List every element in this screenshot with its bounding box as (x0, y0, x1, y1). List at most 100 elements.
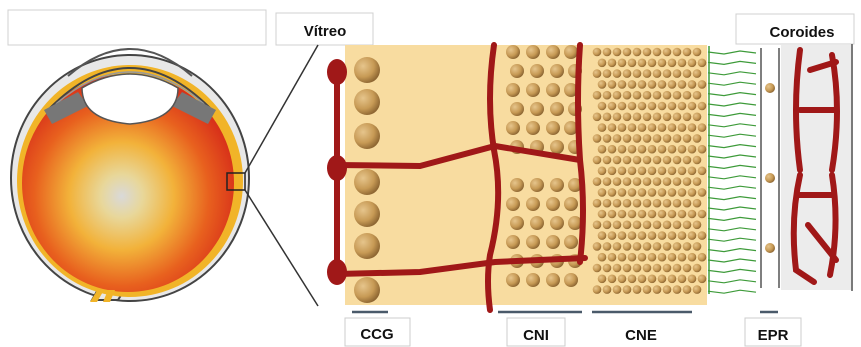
outer-nuclear-cell (658, 123, 667, 132)
outer-nuclear-cell (623, 134, 632, 143)
outer-nuclear-cell (663, 69, 672, 78)
outer-nuclear-cell (663, 113, 672, 122)
outer-nuclear-cell (668, 102, 677, 111)
outer-nuclear-cell (618, 275, 627, 284)
outer-nuclear-cell (653, 134, 662, 143)
outer-nuclear-cell (608, 102, 617, 111)
outer-nuclear-cell (633, 69, 642, 78)
outer-nuclear-cell (698, 253, 707, 262)
label-choroid: Coroides (769, 24, 834, 41)
inner-nuclear-cell (506, 83, 520, 97)
outer-nuclear-cell (643, 264, 652, 273)
zoom-line-top (245, 45, 318, 173)
outer-nuclear-cell (668, 59, 677, 68)
outer-nuclear-cell (593, 221, 602, 230)
outer-nuclear-cell (633, 264, 642, 273)
outer-nuclear-cell (623, 156, 632, 165)
outer-nuclear-cell (688, 145, 697, 154)
outer-nuclear-cell (673, 156, 682, 165)
outer-nuclear-cell (688, 123, 697, 132)
outer-nuclear-cell (653, 221, 662, 230)
outer-nuclear-cell (613, 156, 622, 165)
outer-nuclear-cell (613, 134, 622, 143)
outer-nuclear-cell (698, 59, 707, 68)
outer-nuclear-cell (643, 199, 652, 208)
outer-nuclear-cell (678, 80, 687, 89)
outer-nuclear-cell (618, 210, 627, 219)
outer-nuclear-cell (608, 123, 617, 132)
inner-nuclear-cell (506, 273, 520, 287)
vessel-end-middle (327, 155, 347, 181)
outer-nuclear-cell (658, 231, 667, 240)
outer-nuclear-cell (643, 134, 652, 143)
outer-nuclear-cell (683, 242, 692, 251)
outer-nuclear-cell (618, 253, 627, 262)
outer-nuclear-cell (658, 253, 667, 262)
outer-nuclear-cell (593, 69, 602, 78)
inner-nuclear-cell (530, 216, 544, 230)
outer-nuclear-cell (643, 156, 652, 165)
outer-nuclear-cell (618, 80, 627, 89)
outer-nuclear-cell (643, 221, 652, 230)
ganglion-cell (354, 201, 380, 227)
outer-nuclear-cell (683, 199, 692, 208)
outer-nuclear-cell (598, 123, 607, 132)
outer-nuclear-cell (683, 69, 692, 78)
outer-nuclear-cell (648, 231, 657, 240)
outer-nuclear-cell (683, 48, 692, 57)
outer-nuclear-cell (668, 123, 677, 132)
outer-nuclear-cell (678, 123, 687, 132)
outer-nuclear-cell (658, 145, 667, 154)
outer-nuclear-cell (598, 253, 607, 262)
outer-nuclear-cell (618, 231, 627, 240)
outer-nuclear-cell (658, 80, 667, 89)
outer-nuclear-cell (663, 221, 672, 230)
outer-nuclear-cell (628, 210, 637, 219)
outer-nuclear-cell (628, 123, 637, 132)
outer-nuclear-cell (608, 253, 617, 262)
outer-nuclear-cell (653, 91, 662, 100)
outer-nuclear-cell (623, 113, 632, 122)
outer-nuclear-cell (593, 242, 602, 251)
outer-nuclear-cell (663, 199, 672, 208)
outer-nuclear-cell (593, 113, 602, 122)
outer-nuclear-cell (603, 113, 612, 122)
outer-nuclear-cell (623, 199, 632, 208)
outer-nuclear-cell (638, 188, 647, 197)
outer-nuclear-cell (623, 177, 632, 186)
outer-nuclear-cell (688, 102, 697, 111)
outer-nuclear-cell (653, 156, 662, 165)
outer-nuclear-cell (643, 177, 652, 186)
outer-nuclear-cell (673, 134, 682, 143)
outer-nuclear-cell (643, 242, 652, 251)
outer-nuclear-cell (638, 145, 647, 154)
outer-nuclear-cell (608, 188, 617, 197)
outer-nuclear-cell (603, 221, 612, 230)
outer-nuclear-cell (618, 145, 627, 154)
label-onl: CNE (625, 327, 657, 344)
ganglion-cell (354, 89, 380, 115)
outer-nuclear-cell (698, 102, 707, 111)
outer-nuclear-cell (663, 48, 672, 57)
inner-nuclear-cell (546, 273, 560, 287)
outer-nuclear-cell (698, 123, 707, 132)
outer-nuclear-cell (628, 59, 637, 68)
outer-nuclear-cell (613, 113, 622, 122)
outer-nuclear-cell (633, 242, 642, 251)
outer-nuclear-cell (633, 91, 642, 100)
inner-nuclear-cell (564, 235, 578, 249)
outer-nuclear-cell (643, 48, 652, 57)
outer-nuclear-cell (698, 145, 707, 154)
outer-nuclear-cell (663, 134, 672, 143)
outer-nuclear-cell (683, 156, 692, 165)
outer-nuclear-cell (678, 275, 687, 284)
outer-nuclear-cell (623, 264, 632, 273)
outer-nuclear-cell (678, 253, 687, 262)
outer-nuclear-cell (638, 80, 647, 89)
outer-nuclear-cell (688, 80, 697, 89)
outer-nuclear-cell (678, 59, 687, 68)
outer-nuclear-cell (628, 253, 637, 262)
outer-nuclear-cell (638, 102, 647, 111)
outer-nuclear-cell (608, 275, 617, 284)
outer-nuclear-cell (653, 177, 662, 186)
